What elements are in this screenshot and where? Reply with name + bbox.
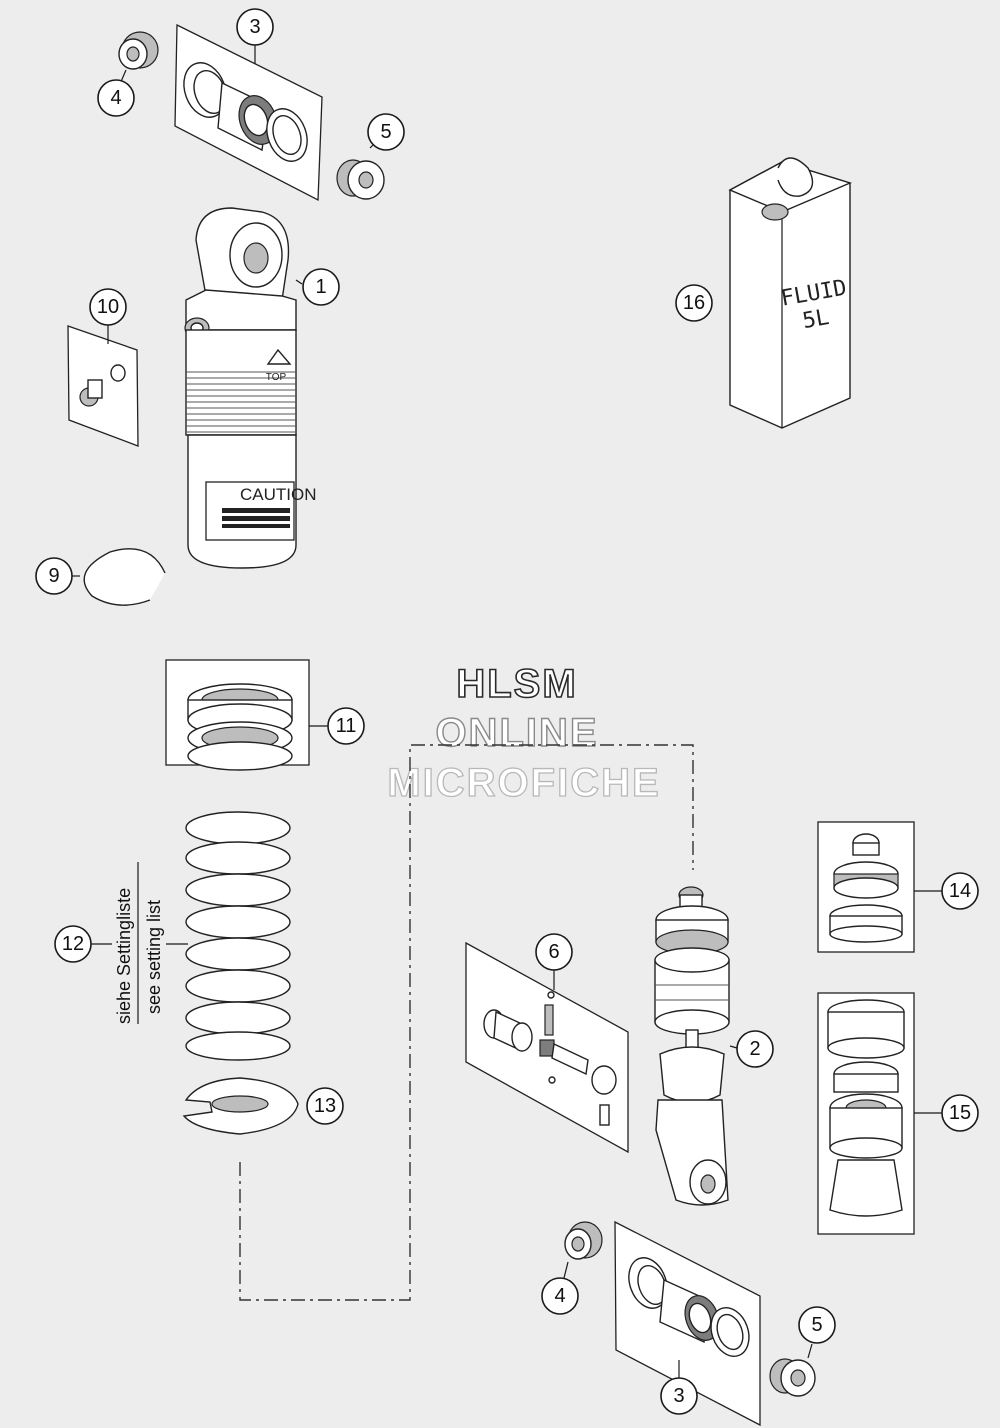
callout-5-top: 5 bbox=[367, 113, 405, 151]
assembly-line bbox=[239, 744, 694, 1301]
callout-15: 15 bbox=[914, 1094, 979, 1132]
svg-text:ONLINE: ONLINE bbox=[435, 711, 598, 755]
seal-kit-top bbox=[174, 23, 323, 202]
svg-text:5: 5 bbox=[380, 121, 391, 143]
fluid-can: FLUID 5L bbox=[728, 157, 853, 429]
svg-text:TOP: TOP bbox=[266, 372, 287, 383]
svg-text:CAUTION: CAUTION bbox=[240, 485, 317, 504]
svg-text:5L: 5L bbox=[801, 305, 831, 334]
svg-text:11: 11 bbox=[336, 715, 357, 737]
callout-2: 2 bbox=[729, 1030, 774, 1068]
watermark: HLSM ONLINE MICROFICHE bbox=[387, 661, 660, 805]
adjuster-kit bbox=[67, 325, 139, 447]
callout-1: 1 bbox=[295, 268, 340, 306]
svg-text:13: 13 bbox=[314, 1095, 336, 1117]
svg-text:15: 15 bbox=[949, 1102, 971, 1124]
spring-retainer bbox=[182, 1077, 299, 1135]
callout-4-top: 4 bbox=[97, 69, 135, 117]
svg-text:2: 2 bbox=[749, 1038, 760, 1060]
callout-14: 14 bbox=[914, 872, 979, 910]
dust-seal-top-right bbox=[336, 159, 385, 200]
seal-kit-bottom bbox=[614, 1220, 761, 1427]
callout-6: 6 bbox=[535, 933, 573, 990]
shock-absorber-body: TOP CAUTION bbox=[184, 207, 317, 569]
svg-text:1: 1 bbox=[315, 276, 326, 298]
circlip bbox=[83, 548, 166, 606]
svg-text:4: 4 bbox=[110, 87, 121, 109]
svg-text:14: 14 bbox=[949, 880, 971, 902]
svg-text:16: 16 bbox=[683, 292, 705, 314]
dust-seal-top-left bbox=[118, 31, 159, 70]
dust-seal-bottom-right bbox=[769, 1358, 816, 1397]
callout-13: 13 bbox=[306, 1087, 344, 1125]
svg-text:9: 9 bbox=[48, 565, 59, 587]
svg-text:3: 3 bbox=[673, 1385, 684, 1407]
coil-spring bbox=[185, 811, 291, 1061]
svg-text:siehe Settingliste: siehe Settingliste bbox=[114, 888, 134, 1024]
valve-kit bbox=[465, 941, 629, 1154]
svg-text:10: 10 bbox=[97, 296, 119, 318]
dust-seal-bottom-left bbox=[564, 1221, 603, 1260]
callout-3-bottom: 3 bbox=[660, 1360, 698, 1415]
svg-text:12: 12 bbox=[62, 933, 84, 955]
svg-text:see setting list: see setting list bbox=[144, 900, 164, 1014]
spring-adjuster-nuts bbox=[165, 659, 310, 771]
callout-12: 12 bbox=[54, 925, 112, 963]
svg-text:4: 4 bbox=[554, 1285, 565, 1307]
callout-10: 10 bbox=[89, 288, 127, 344]
svg-text:3: 3 bbox=[249, 16, 260, 38]
damper-rod-assembly bbox=[654, 886, 730, 1206]
svg-text:HLSM: HLSM bbox=[456, 662, 577, 706]
callout-16: 16 bbox=[675, 284, 713, 322]
callout-5-bottom: 5 bbox=[798, 1306, 836, 1359]
callout-11: 11 bbox=[309, 707, 365, 745]
compression-kit bbox=[817, 992, 915, 1235]
rebound-kit bbox=[817, 821, 915, 953]
setting-list-note: siehe Settingliste see setting list bbox=[114, 862, 188, 1024]
svg-text:5: 5 bbox=[811, 1314, 822, 1336]
callout-3-top: 3 bbox=[236, 8, 274, 64]
callout-4-bottom: 4 bbox=[541, 1261, 579, 1315]
callout-9: 9 bbox=[35, 557, 80, 595]
svg-text:6: 6 bbox=[548, 941, 559, 963]
svg-text:MICROFICHE: MICROFICHE bbox=[387, 761, 660, 805]
